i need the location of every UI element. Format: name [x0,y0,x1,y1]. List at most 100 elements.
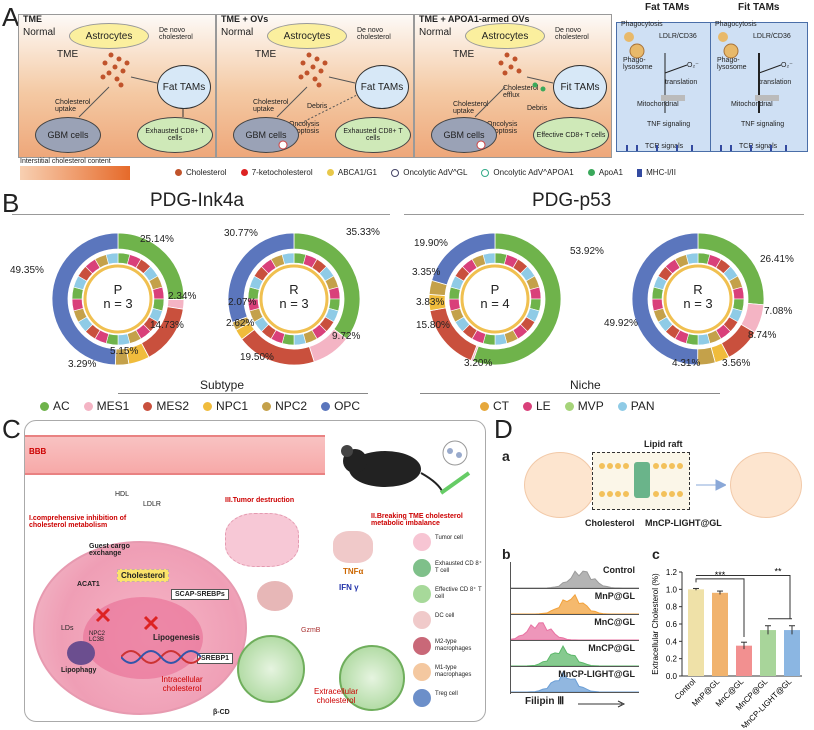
legend-niche-ct: CT [480,399,509,413]
legend-subtype-mes2: MES2 [143,399,189,413]
histogram-label: MnCP@GL [588,643,635,653]
nucleus [83,597,203,679]
translation-label: translation [665,79,698,86]
tme-label: TME [453,49,475,60]
mitochondrial-label: Mitochondrial [637,101,679,108]
cell-legend-label: DC cell [435,613,455,619]
astrocytes-oval: Astrocytes [69,23,149,49]
cholesterol-dots [78,52,184,118]
filipin-label: Filipin Ⅲ [525,696,565,707]
srebp1-label: SREBP1 [197,653,234,664]
donut-hole [460,264,530,334]
panel-label-a: A [2,2,20,32]
tam-pathway-arrows [718,32,787,151]
legend-text: MES1 [96,399,130,413]
panel-a-tme: TME Normal TME Astrocytes De novo choles… [18,14,216,158]
y-tick-label: 0.8 [666,603,678,612]
normal-label: Normal [221,27,254,38]
fit-tams-cell: Fit TAMs [553,65,607,109]
lipid-raft-label: Lipid raft [644,439,683,449]
blood-vessel [25,435,325,475]
legend-dot [321,402,331,412]
donut1-label: 3.29% [68,359,97,370]
oncolysis-label: Oncolysis apoptosis [289,121,320,135]
donut2-label: 2.07% [228,297,257,308]
guest-cargo-label: Guest cargo exchange [89,543,130,557]
gbm-cells: GBM cells [233,117,299,153]
rule-left [12,214,390,215]
y-tick-label: 0.6 [666,620,678,629]
donut4-label: 3.56% [722,358,751,369]
npc2-label: NPC2 LC3B [89,631,106,643]
legend-niche-le: LE [523,399,551,413]
donut2-label: 30.77% [224,228,258,239]
interstitial-label: Interstitial cholesterol content [20,158,111,165]
tcr-label: TCR signals [739,143,778,150]
legend-adv-gl: Oncolytic AdV^GL [391,168,467,177]
ldlr-label: LDLR/CD36 [659,33,697,40]
exhausted-tcells: Exhausted CD8+ T cells [137,117,213,153]
legend-apoa1: ApoA1 [587,168,623,177]
histogram-row: MnCP-LIGHT@GL [511,666,639,693]
histogram-peak [511,593,639,614]
donut2-label: 9.72% [332,331,361,342]
donut-inner-slice [281,252,295,265]
effective-t-cell [339,645,405,711]
cell-legend-item: Effective CD 8⁺ T cell [413,583,485,609]
donut-outer-slice [227,232,295,323]
bar [784,630,800,676]
de-novo-label: De novo cholesterol [555,27,589,41]
panel-label-d-a: a [502,448,510,464]
cholesterol-tag: Cholesterol [117,569,170,582]
legend-text: MVP [577,399,604,413]
histogram-label: Control [603,565,635,575]
interstitial-gradient-bar [20,166,130,180]
fit-tams-title: Fit TAMs [738,2,780,13]
y-tick-label: 0.2 [666,655,678,664]
effective-tcells: Effective CD8+ T cells [533,117,609,153]
legend-subtype-mes1: MES1 [83,399,130,413]
donut1-label: 5.15% [110,346,139,357]
bar [712,592,728,676]
donut1-label: 14.73% [150,320,184,331]
cell-legend-item: DC cell [413,609,485,635]
donut-hole [663,264,733,334]
normal-label: Normal [419,27,452,38]
cholesterol-uptake-label: Cholesterol uptake [253,99,289,113]
membrane-bilayer [599,462,683,498]
donut-outer-slice [431,232,496,286]
phagolysosome-label: Phago-lysosome [717,57,747,71]
donut4-label: 4.31% [672,358,701,369]
donut4-label: 49.92% [604,318,638,329]
intracellular-label: Intracellular cholesterol [161,675,203,693]
translation-label: translation [759,79,792,86]
oncolysis-label: Oncolysis apoptosis [487,121,518,135]
superoxide-label: O₂⁻ [687,62,699,69]
cell-legend-item: Treg cell [413,687,485,713]
legend-abca1: ABCA1/G1 [326,168,377,177]
phagocytosis-label: Phagocytosis [715,21,757,28]
donut3-label: 3.83% [416,297,445,308]
panel-label-b: B [2,188,20,218]
donut4-label: 7.08% [764,306,793,317]
fit-tam-diagram: Phagocytosis LDLR/CD36 Phago-lysosome O₂… [710,21,808,152]
legend-subtype-ac: AC [40,399,70,413]
cholesterol-label: Cholesterol [585,518,635,528]
axis-arrow-icon [578,700,626,708]
legend-text: NPC2 [275,399,308,413]
donut2-label: 35.33% [346,227,380,238]
extracellular-label: Extracellular cholesterol [313,687,358,705]
cross-icon [95,607,111,623]
de-novo-label: De novo cholesterol [357,27,391,41]
lipophagy-label: Lipophagy [61,667,97,674]
cell-legend-label: Exhausted CD 8⁺ T cell [435,561,482,574]
legend-dot [564,402,574,412]
lipogenesis-label: Lipogenesis [153,633,200,642]
subpanel-title: TME + APOA1-armed OVs [419,14,530,24]
ldlr-label: LDLR [143,501,161,508]
donut-inner-slice [105,252,119,265]
donut3-label: 19.90% [414,238,448,249]
fat-tams-cell: Fat TAMs [355,65,409,109]
